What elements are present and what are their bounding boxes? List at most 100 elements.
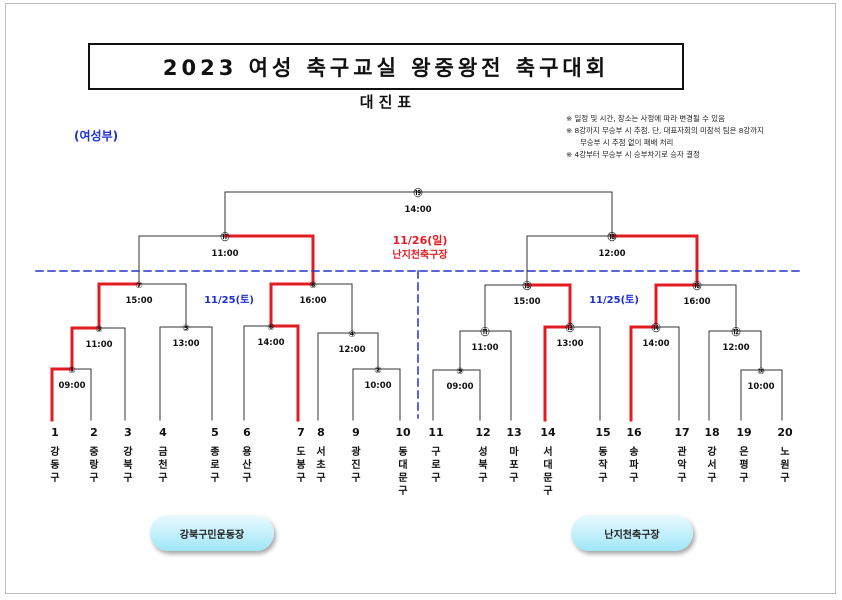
team-name-char: 구 [398,485,407,497]
match-number: ⑲ [413,187,422,199]
team-name-char: 강 [123,445,133,458]
team-number: 13 [506,426,521,439]
team-name-char: 관 [677,445,687,458]
team-number: 5 [211,426,219,439]
match-time: 10:00 [364,381,391,391]
team-name-char: 악 [677,459,687,471]
page-frame [5,3,836,594]
note-line: ※ 4강부터 무승부 시 승부차기로 승자 결정 [566,150,700,159]
match-number: ④ [348,330,356,340]
team-name-char: 구 [739,472,748,484]
team-name-char: 구 [50,472,59,484]
note-line: ※ 8강까지 무승부 시 추첨. 단, 대표자회의 미참석 팀은 8강까지 [566,126,764,135]
final-date-label: 11/26(일) [393,233,448,247]
team-name-char: 대 [543,458,552,471]
team-name-char: 구 [543,485,552,497]
match-time: 11:00 [471,343,498,353]
match-number: ⑪ [480,326,489,338]
team-name-char: 중 [89,446,98,458]
team-name-char: 대 [398,458,407,471]
subtitle: 대진표 [340,90,436,112]
match-time: 10:00 [747,382,774,392]
team-name-char: 광 [351,446,361,458]
match-number: ① [68,366,76,376]
team-number: 7 [297,426,305,439]
day1-date-right: 11/25(토) [589,294,639,306]
team-name-char: 로 [431,459,440,471]
match-time: 16:00 [683,297,710,307]
match-number: ⑩ [757,367,765,377]
team-name-char: 구 [242,472,251,484]
team-name-char: 북 [478,459,487,471]
team-name-char: 구 [431,446,440,458]
team-number: 17 [674,426,689,439]
team-name-char: 송 [629,446,638,458]
team-name-char: 구 [123,472,132,484]
team-name-char: 구 [478,472,487,484]
team-name-char: 서 [543,445,552,458]
title-box: 2023 여성 축구교실 왕중왕전 축구대회 [88,43,684,90]
team-name-char: 구 [210,472,219,484]
team-number: 8 [317,426,325,439]
team-name-char: 성 [478,445,487,458]
venue-badge-left: 강북구민운동장 [150,515,274,551]
team-number: 19 [736,426,751,439]
match-time: 14:00 [257,338,284,348]
team-name-char: 구 [509,472,518,484]
team-name-char: 봉 [296,459,305,471]
team-name-char: 원 [780,458,789,471]
team-name-char: 금 [158,446,167,458]
team-name-char: 작 [598,458,608,471]
team-number: 10 [395,426,411,439]
team-name-char: 구 [316,472,325,484]
match-number: ⑭ [651,322,660,334]
match-time: 15:00 [125,296,152,306]
match-time: 12:00 [598,249,625,259]
match-number: ⑧ [309,281,317,291]
match-number: ⑫ [731,326,740,338]
team-name-char: 구 [89,472,98,484]
team-name-char: 북 [123,459,132,471]
team-number: 9 [352,426,360,439]
match-time: 13:00 [172,339,199,349]
match-time: 11:00 [211,249,238,259]
final-venue-label: 난지천축구장 [392,248,448,261]
match-time: 13:00 [556,339,583,349]
team-name-char: 구 [677,472,686,484]
match-time: 16:00 [299,296,326,306]
page-title: 2023 여성 축구교실 왕중왕전 축구대회 [162,55,610,80]
match-time: 14:00 [404,205,431,215]
match-time: 12:00 [722,343,749,353]
team-name-char: 구 [780,472,789,484]
match-number: ⑰ [220,231,229,243]
match-time: 11:00 [85,340,112,350]
team-name-char: 서 [316,445,325,458]
team-name-char: 구 [707,472,716,484]
team-name-char: 문 [398,472,407,484]
team-name-char: 문 [543,472,552,484]
match-time: 09:00 [58,381,85,391]
team-number: 3 [124,426,132,439]
team-name-char: 파 [629,458,639,471]
match-number: ⑱ [607,231,616,243]
match-time: 14:00 [642,339,669,349]
match-number: ② [374,366,382,376]
match-time: 09:00 [446,382,473,392]
team-number: 2 [90,426,98,439]
team-name-char: 강 [707,445,717,458]
team-number: 6 [243,426,251,439]
team-number: 12 [475,426,490,439]
match-number: ⑯ [692,280,701,292]
team-number: 1 [51,426,59,439]
team-name-char: 동 [50,459,59,471]
venue-badge-right: 난지천축구장 [571,515,693,551]
team-name-char: 도 [296,446,305,458]
match-time: 15:00 [513,297,540,307]
team-number: 18 [704,426,719,439]
team-name-char: 용 [242,446,251,458]
note-line: ※ 일정 및 시간, 장소는 사정에 따라 변경될 수 있음 [566,114,725,123]
day1-date-left: 11/25(토) [204,294,254,306]
match-number: ⑥ [267,323,275,333]
team-name-char: 동 [398,446,407,458]
team-name-char: 마 [509,445,519,458]
